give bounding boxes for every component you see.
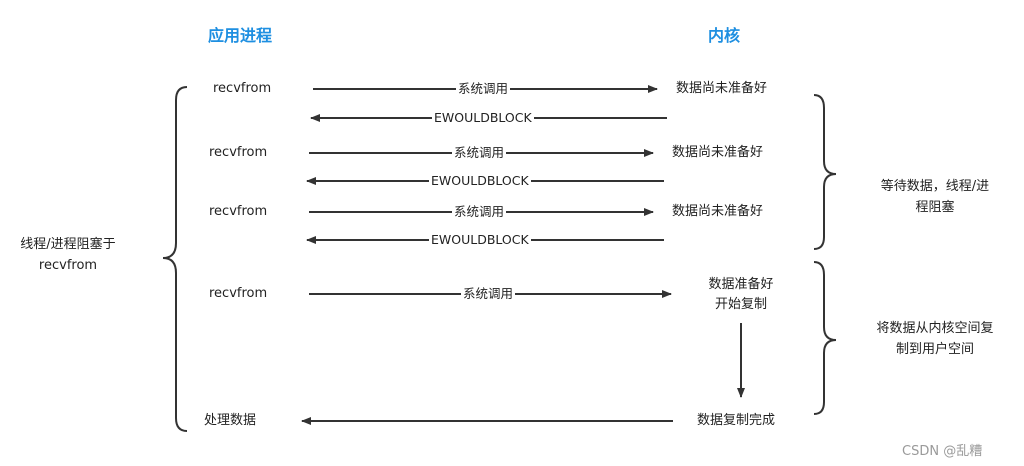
recvfrom-call-4: recvfrom <box>209 286 268 301</box>
kernel-state-4-line1: 数据准备好 <box>708 277 774 292</box>
copy-complete-label: 数据复制完成 <box>697 413 776 428</box>
wait-data-label: 等待数据，线程/进 程阻塞 <box>860 176 1010 218</box>
syscall-label-3: 系统调用 <box>452 204 507 220</box>
process-data-label: 处理数据 <box>204 413 257 428</box>
app-process-header: 应用进程 <box>208 26 273 45</box>
recvfrom-call-1: recvfrom <box>213 81 272 96</box>
recvfrom-call-3: recvfrom <box>209 204 268 219</box>
kernel-state-2: 数据尚未准备好 <box>672 145 764 160</box>
copy-brace <box>813 261 837 415</box>
copy-data-label: 将数据从内核空间复 制到用户空间 <box>860 318 1010 360</box>
kernel-state-1: 数据尚未准备好 <box>676 81 768 96</box>
copy-data-line2: 制到用户空间 <box>895 342 974 357</box>
syscall-label-1: 系统调用 <box>456 81 511 97</box>
ewouldblock-label-2: EWOULDBLOCK <box>429 173 531 189</box>
left-brace <box>162 86 188 432</box>
kernel-state-3: 数据尚未准备好 <box>672 204 764 219</box>
wait-data-line1: 等待数据，线程/进 <box>880 179 990 194</box>
wait-brace <box>813 94 837 250</box>
wait-data-line2: 程阻塞 <box>915 200 955 215</box>
ewouldblock-label-1: EWOULDBLOCK <box>432 110 534 126</box>
ewouldblock-label-3: EWOULDBLOCK <box>429 232 531 248</box>
syscall-label-4: 系统调用 <box>461 286 516 302</box>
left-label-line2: recvfrom <box>38 258 98 273</box>
kernel-header: 内核 <box>708 26 741 45</box>
syscall-label-2: 系统调用 <box>452 145 507 161</box>
copy-data-line1: 将数据从内核空间复 <box>876 321 994 336</box>
recvfrom-call-2: recvfrom <box>209 145 268 160</box>
kernel-state-4: 数据准备好 开始复制 <box>693 275 789 315</box>
csdn-watermark: CSDN @乱糟 <box>902 444 983 459</box>
kernel-state-4-line2: 开始复制 <box>714 297 767 312</box>
left-label-line1: 线程/进程阻塞于 <box>20 237 116 252</box>
left-block-label: 线程/进程阻塞于 recvfrom <box>10 234 126 276</box>
